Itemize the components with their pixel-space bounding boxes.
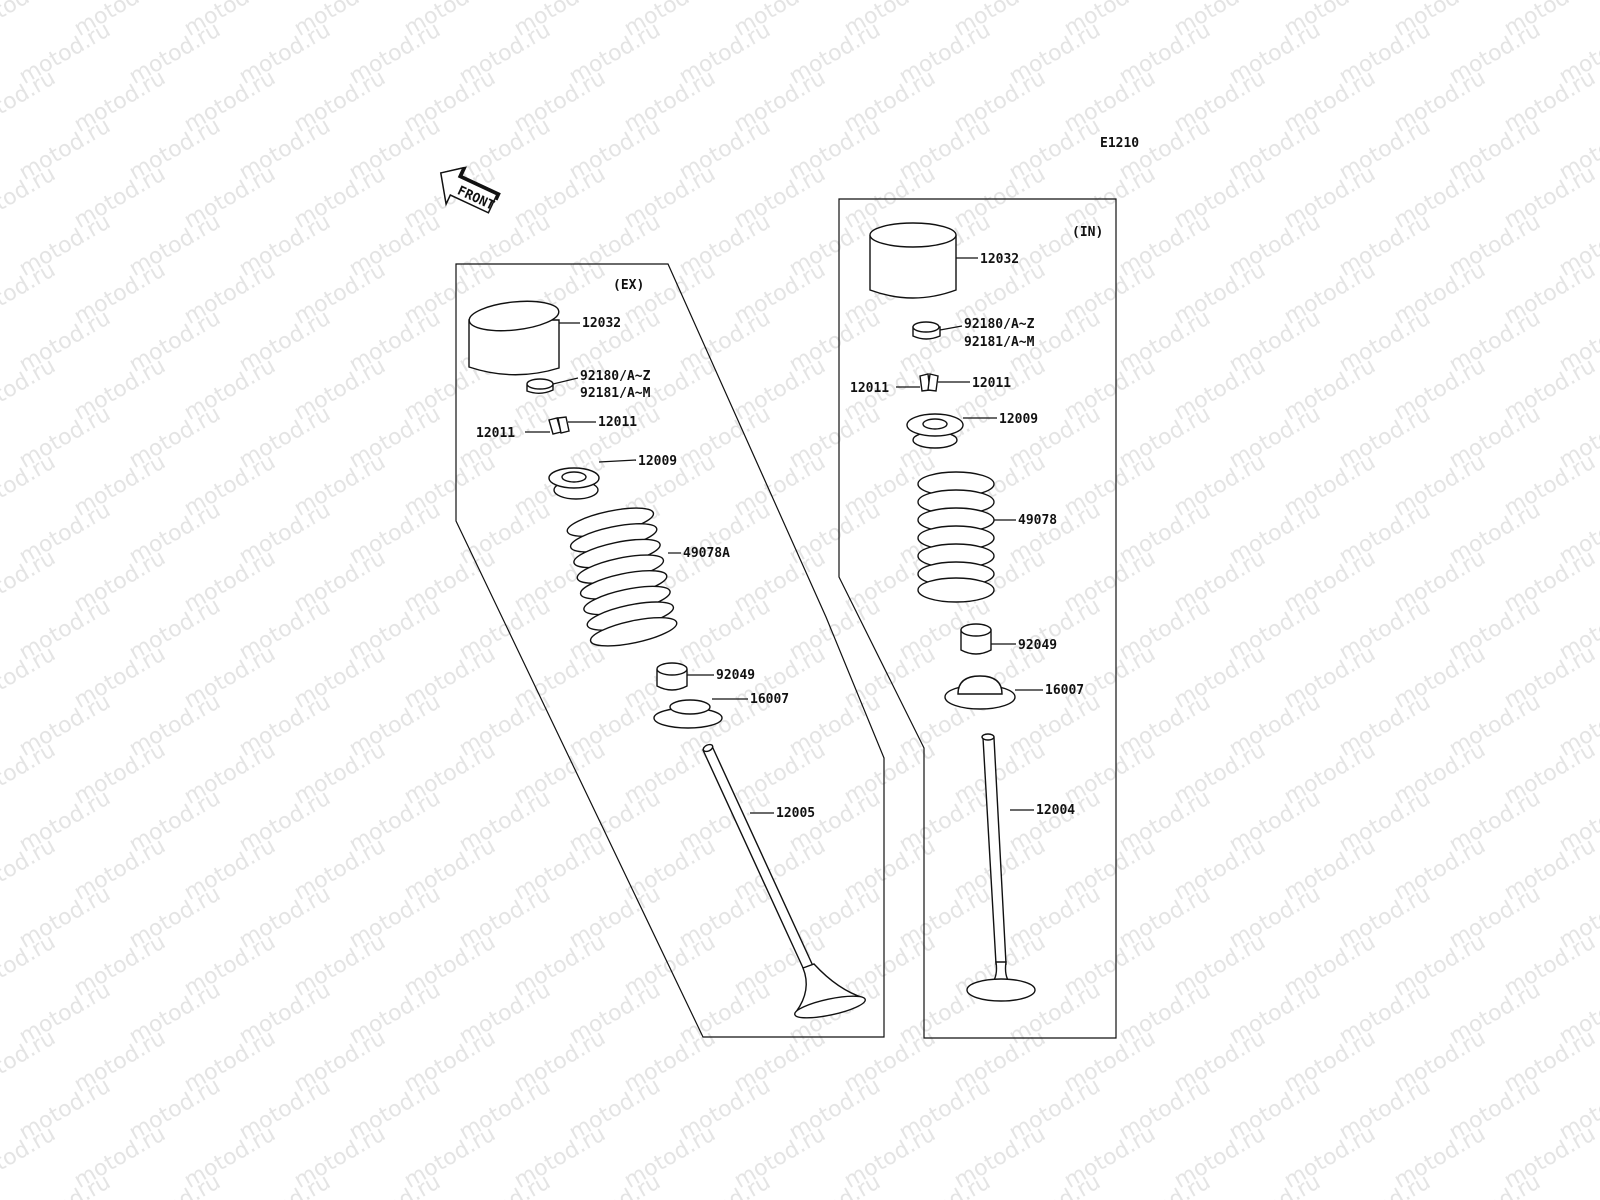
exhaust-retainer [548,467,600,500]
intake-label-tappet: 12032 [980,252,1019,267]
exhaust-label-cotter-right: 12011 [598,415,637,430]
exhaust-seal [656,662,688,691]
exhaust-label-tappet: 12032 [582,316,621,331]
exhaust-group: (EX) 12032 92180/A~Z 92181/A~M 12011 120… [455,263,885,1038]
intake-shim [912,321,941,340]
exhaust-title: (EX) [613,278,644,293]
exhaust-cotters [548,416,570,435]
intake-cotters [919,373,939,392]
intake-valve [966,733,1036,1002]
exhaust-valve [702,743,866,1019]
exhaust-spring [566,507,678,647]
exhaust-frame [455,263,885,1038]
intake-label-valve: 12004 [1036,803,1075,818]
exhaust-seat [653,699,723,729]
exhaust-label-valve: 12005 [776,806,815,821]
intake-seal [960,623,992,655]
intake-label-seat: 16007 [1045,683,1084,698]
exhaust-label-seat: 16007 [750,692,789,707]
intake-seat [944,675,1016,710]
intake-tappet [869,222,957,299]
intake-title: (IN) [1072,225,1103,240]
diagram-code: E1210 [1100,136,1139,151]
intake-group: (IN) 12032 92180/A~Z 92181/A~M 12011 120… [838,198,1117,1039]
exhaust-label-shim-a: 92180/A~Z [580,369,651,384]
intake-label-seal: 92049 [1018,638,1057,653]
exhaust-shim [526,378,554,394]
intake-label-shim-b: 92181/A~M [964,335,1035,350]
intake-retainer [906,413,964,449]
exhaust-label-spring: 49078A [683,546,730,561]
intake-frame [838,198,1117,1039]
intake-label-shim-a: 92180/A~Z [964,317,1035,332]
exhaust-label-shim-b: 92181/A~M [580,386,651,401]
exhaust-tappet [468,300,560,376]
exhaust-label-cotter-left: 12011 [476,426,515,441]
intake-spring [917,471,995,603]
intake-label-cotter-left: 12011 [850,381,889,396]
front-arrow-icon: FRONT [439,166,501,214]
intake-label-spring: 49078 [1018,513,1057,528]
exhaust-label-seal: 92049 [716,668,755,683]
exhaust-label-retainer: 12009 [638,454,677,469]
intake-label-retainer: 12009 [999,412,1038,427]
intake-label-cotter-right: 12011 [972,376,1011,391]
